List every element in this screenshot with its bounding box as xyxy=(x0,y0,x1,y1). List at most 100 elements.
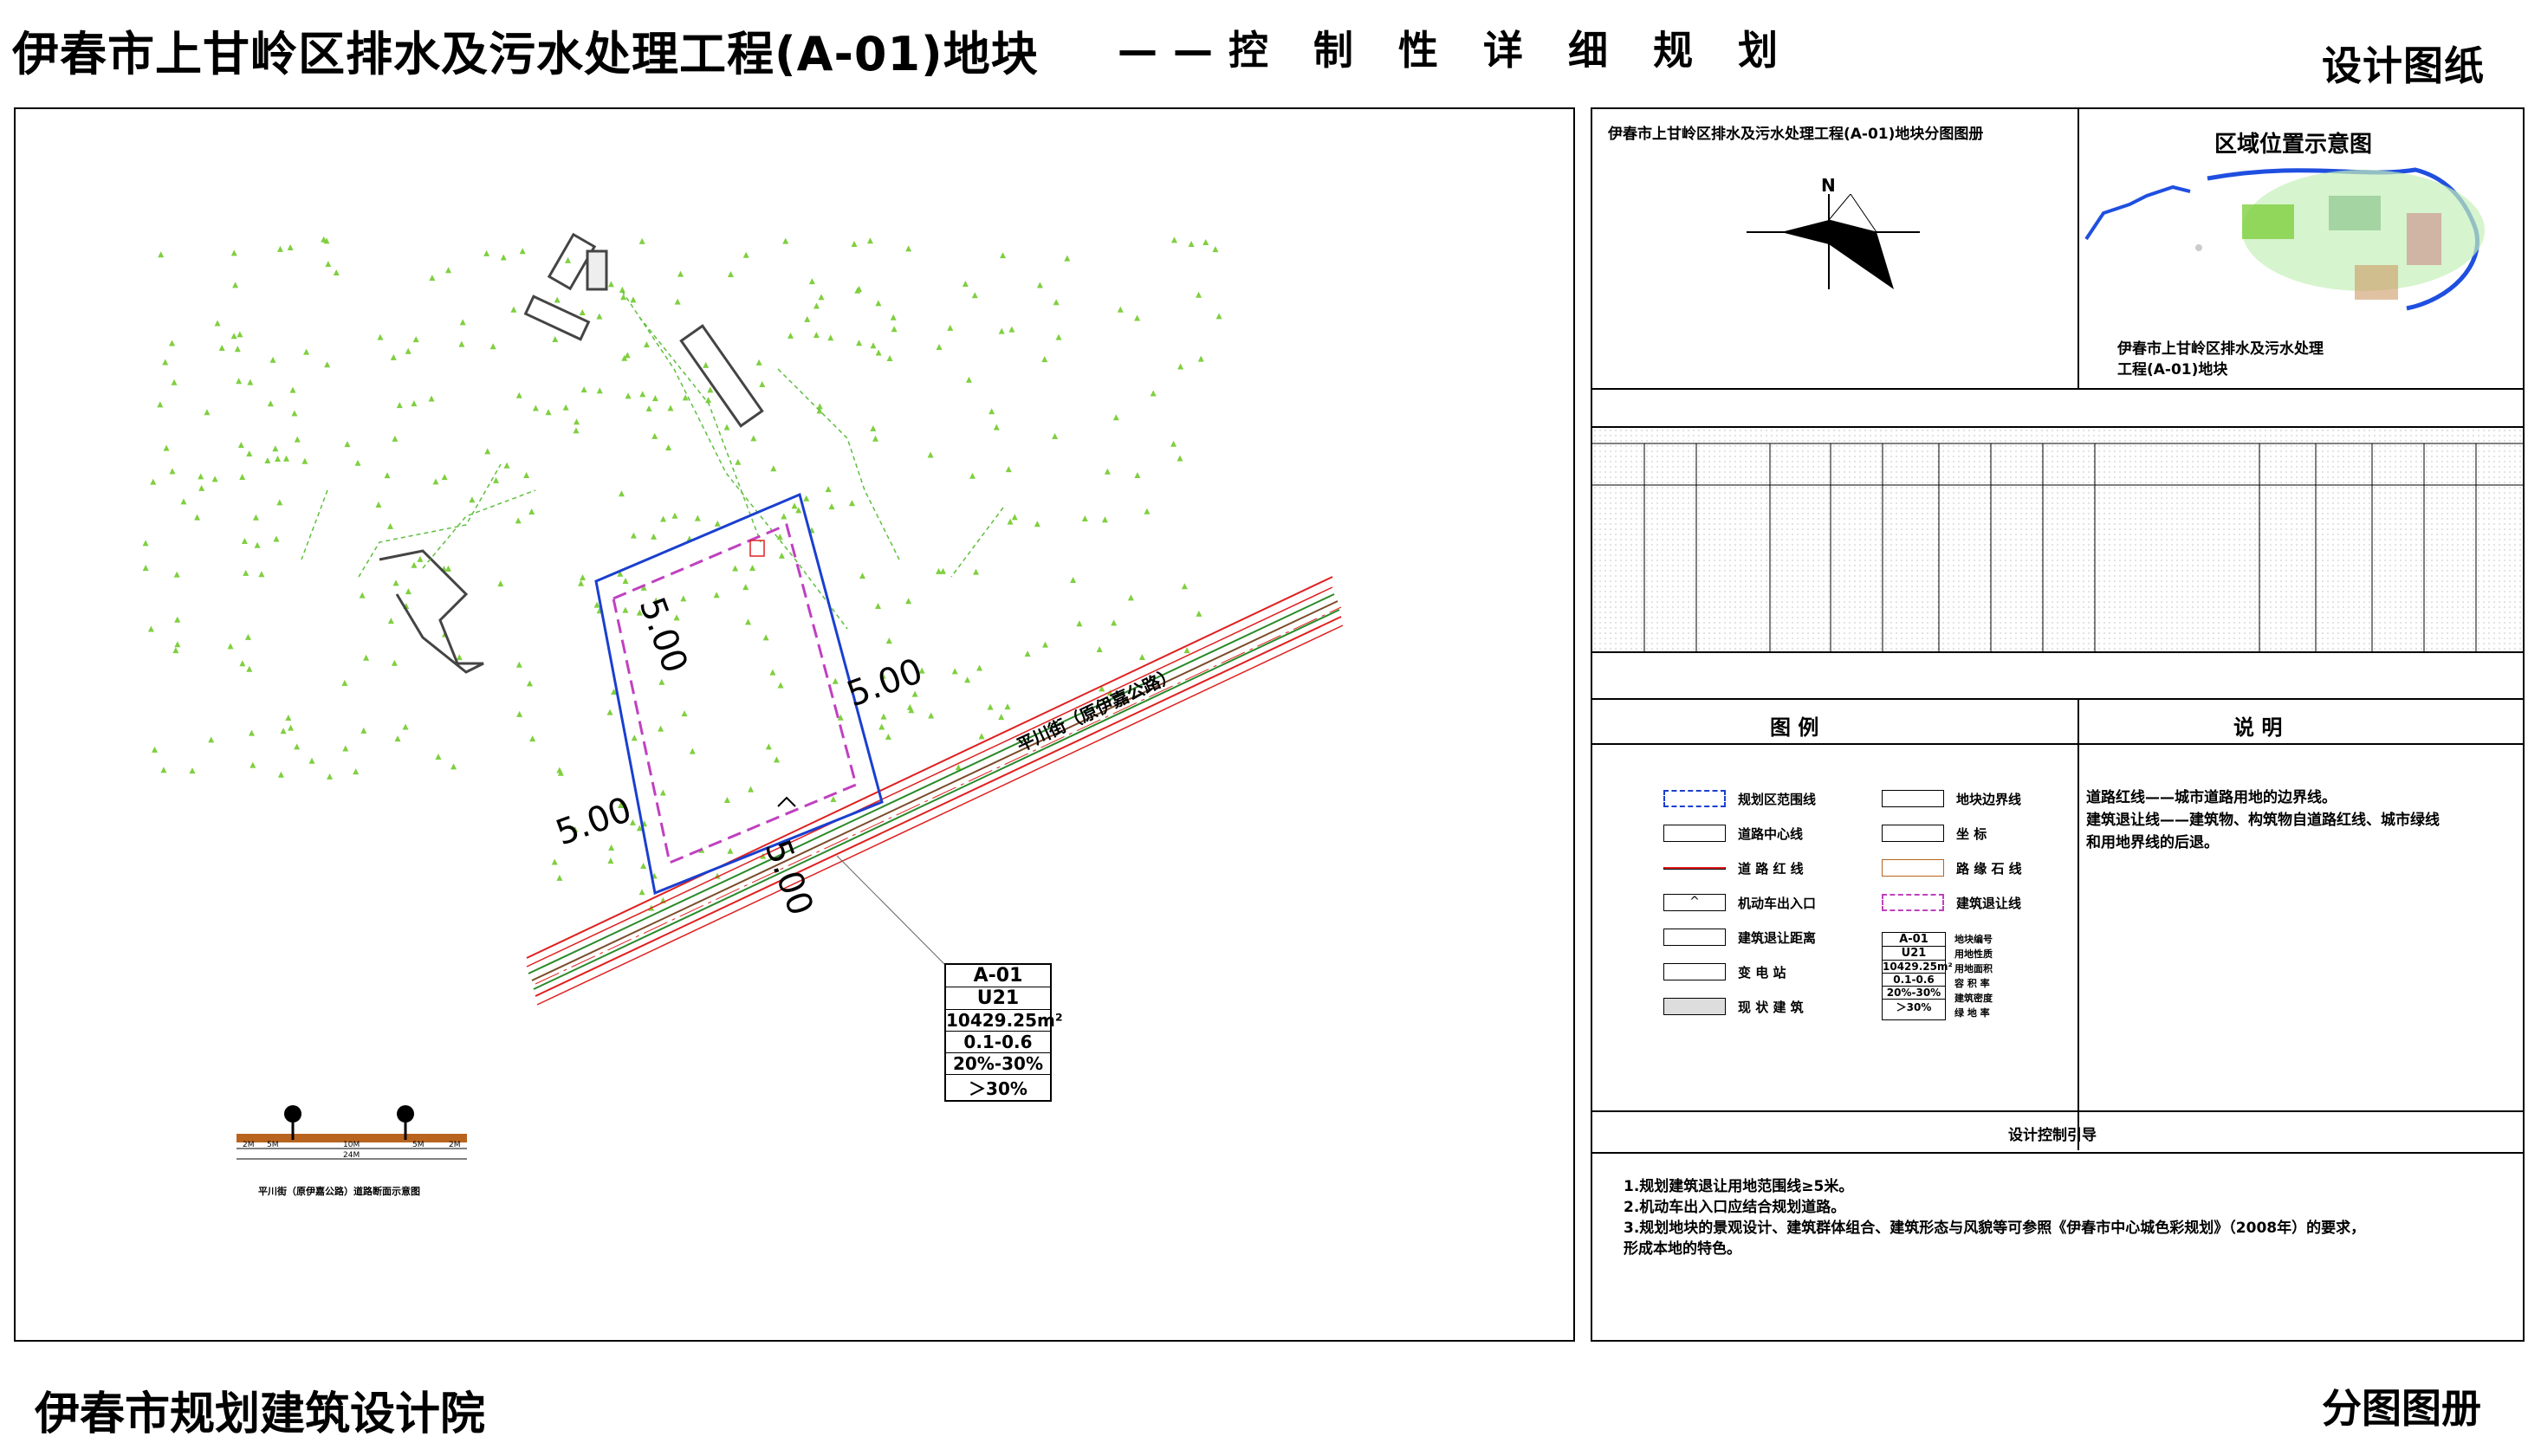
tree-marker xyxy=(411,400,418,407)
tree-marker xyxy=(608,844,615,851)
tree-marker xyxy=(360,727,367,734)
tree-marker xyxy=(748,786,755,793)
tree-marker xyxy=(619,286,626,293)
tree-marker xyxy=(951,668,958,675)
tree-marker xyxy=(515,517,522,524)
tree-marker xyxy=(1005,466,1012,473)
tree-marker xyxy=(493,476,500,483)
tree-marker xyxy=(523,472,530,479)
tree-marker xyxy=(323,237,330,244)
tree-marker xyxy=(308,757,315,764)
legend-card-value: 20%-30% xyxy=(1883,987,1945,1000)
tree-marker xyxy=(782,237,789,244)
tree-marker xyxy=(163,444,170,451)
tree-marker xyxy=(282,455,289,462)
setback-label-top-left: 5.00 xyxy=(632,592,696,678)
tree-marker xyxy=(344,441,351,448)
north-label: N xyxy=(1821,175,1836,196)
tree-marker xyxy=(354,459,361,466)
guide-item: 3.规划地块的景观设计、建筑群体组合、建筑形态与风貌等可参照《伊春市中心城色彩规… xyxy=(1624,1220,2366,1237)
tree-marker xyxy=(1004,703,1011,710)
tree-marker xyxy=(1008,326,1015,333)
tree-marker xyxy=(940,567,947,574)
tree-marker xyxy=(643,341,650,348)
tree-marker xyxy=(848,500,855,507)
tree-marker xyxy=(1081,515,1088,522)
tree-marker xyxy=(1007,518,1014,525)
legend-card-label: 用地性质 xyxy=(1954,948,1993,960)
tree-marker xyxy=(621,354,628,361)
legend-card-value: A-01 xyxy=(1883,933,1945,947)
tree-marker xyxy=(515,392,522,398)
tree-marker xyxy=(396,402,403,409)
tree-marker xyxy=(1196,610,1202,617)
tree-marker xyxy=(1183,647,1190,654)
tree-marker xyxy=(832,677,839,684)
tree-marker xyxy=(1034,521,1040,527)
tree-marker xyxy=(1104,468,1111,475)
tree-marker xyxy=(625,392,632,399)
tree-marker xyxy=(947,324,954,331)
tree-marker xyxy=(325,261,332,268)
tree-marker xyxy=(622,577,629,584)
tree-marker xyxy=(732,565,739,572)
tree-marker xyxy=(246,450,253,456)
tree-marker xyxy=(214,320,221,327)
tree-marker xyxy=(727,847,734,854)
tree-marker xyxy=(638,889,645,896)
doc-type-label: 设计图纸 xyxy=(2322,42,2485,89)
tree-marker xyxy=(750,435,757,442)
tree-marker xyxy=(640,863,647,870)
tree-marker xyxy=(998,714,1005,721)
site-plan-drawing: 5.00 5.00 5.00 5.00 平川街（原伊嘉公路） 2M 5M 10M… xyxy=(142,232,1344,1197)
tree-marker xyxy=(703,361,710,368)
guide-header: 设计控制引导 xyxy=(1592,1110,2525,1154)
tree-marker xyxy=(755,359,762,366)
legend-card-label: 容 积 率 xyxy=(1954,978,1990,989)
section-dim-3: 10M xyxy=(343,1141,360,1149)
tree-marker xyxy=(749,565,755,572)
tree-marker xyxy=(803,495,810,502)
tree-marker xyxy=(875,603,882,610)
tree-marker xyxy=(611,689,618,696)
tree-marker xyxy=(658,725,664,732)
tree-marker xyxy=(489,343,496,350)
tree-marker xyxy=(411,561,418,568)
tree-marker xyxy=(837,714,844,721)
road-section-diagram: 2M 5M 10M 5M 2M 24M 平川街（原伊嘉公路）道路断面示意图 xyxy=(237,1105,467,1197)
tree-marker xyxy=(1117,306,1124,313)
tree-marker xyxy=(556,767,563,773)
tree-marker xyxy=(392,435,399,442)
tree-marker xyxy=(405,588,412,595)
tree-marker xyxy=(552,335,559,342)
tree-marker xyxy=(160,767,167,773)
note-line: 道路红线——城市道路用地的边界线。 xyxy=(2086,789,2337,806)
tree-marker xyxy=(484,448,491,455)
tree-marker xyxy=(742,584,749,591)
tree-marker xyxy=(275,456,282,463)
tree-marker xyxy=(808,278,815,285)
tree-marker xyxy=(294,436,301,443)
tree-marker xyxy=(607,281,614,288)
road-centerline-swatch xyxy=(1663,825,1726,842)
tree-marker xyxy=(905,598,912,605)
legend-card-label: 用地面积 xyxy=(1954,963,1993,974)
tree-marker xyxy=(596,313,603,320)
atlas-title: 伊春市上甘岭区排水及污水处理工程(A-01)地块分图图册 xyxy=(1608,126,1984,143)
tree-marker xyxy=(781,513,788,520)
tree-marker xyxy=(230,249,237,256)
tree-marker xyxy=(776,534,783,540)
tree-marker xyxy=(565,256,572,263)
tree-marker xyxy=(593,601,600,608)
tree-marker xyxy=(237,442,244,449)
tree-marker xyxy=(682,394,689,401)
tree-marker xyxy=(353,768,360,775)
tree-marker xyxy=(630,532,637,539)
tree-marker xyxy=(152,746,159,753)
existing-buildings xyxy=(379,232,764,674)
tree-marker xyxy=(384,472,391,479)
tree-marker xyxy=(1053,299,1060,306)
tree-marker xyxy=(622,606,629,613)
tree-marker xyxy=(1144,508,1151,514)
tree-marker xyxy=(459,319,466,326)
